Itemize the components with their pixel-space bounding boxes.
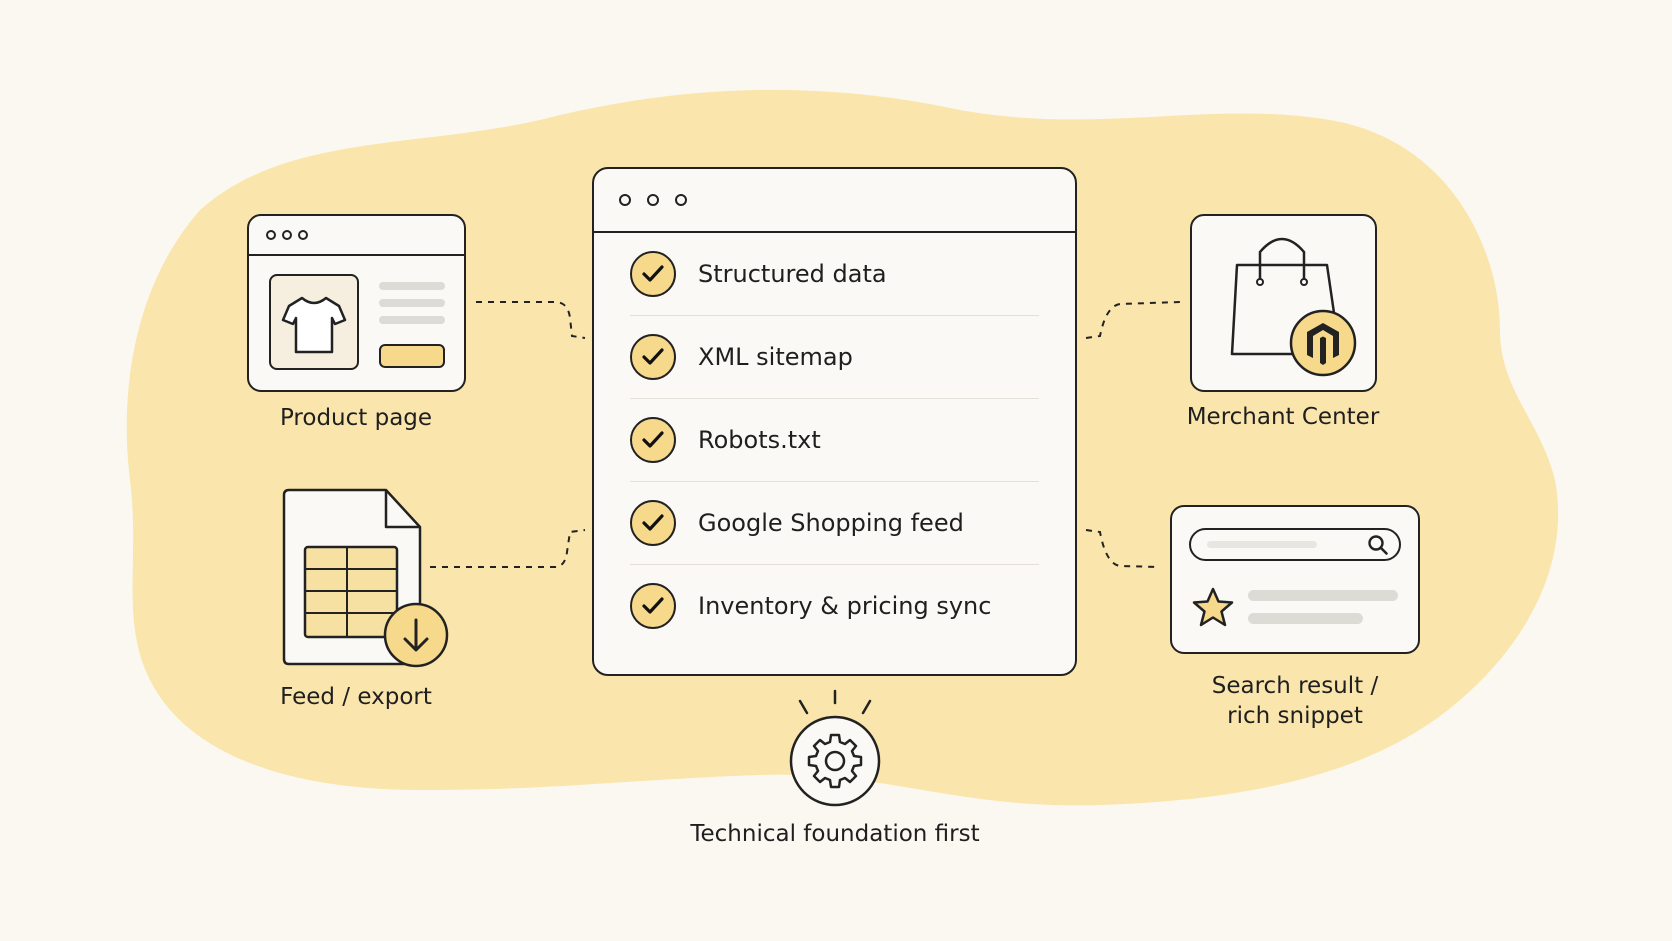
star-icon [1192, 587, 1234, 627]
checklist-item: XML sitemap [630, 316, 1039, 399]
window-dot [298, 230, 308, 240]
window-dot [282, 230, 292, 240]
window-dot [619, 194, 631, 206]
spreadsheet-file-icon [282, 488, 449, 668]
magento-logo-icon [1289, 309, 1357, 377]
snippet-line-placeholder [1248, 590, 1398, 601]
checklist-item-label: Robots.txt [698, 426, 821, 454]
checklist-item-label: Structured data [698, 260, 887, 288]
search-result-label-line2: rich snippet [1227, 703, 1363, 729]
connector-feed [430, 529, 586, 568]
merchant-center-label: Merchant Center [1186, 404, 1380, 430]
checklist-item: Inventory & pricing sync [630, 565, 1039, 647]
window-dot [647, 194, 659, 206]
foundation-label: Technical foundation first [690, 821, 980, 847]
checklist-item-label: XML sitemap [698, 343, 853, 371]
connectors [430, 301, 1181, 568]
snippet-line-placeholder [1248, 613, 1363, 624]
merchant-center-card [1190, 214, 1377, 392]
buy-button-illustration [379, 344, 445, 368]
product-page-label: Product page [279, 405, 433, 431]
search-result-label: Search result / rich snippet [1165, 671, 1425, 731]
window-dot [266, 230, 276, 240]
search-result-card [1170, 505, 1420, 654]
window-titlebar [594, 169, 1075, 233]
search-result-label-line1: Search result / [1211, 673, 1379, 699]
text-line-placeholder [379, 299, 445, 307]
search-bar-illustration [1189, 528, 1401, 561]
checklist-item-label: Inventory & pricing sync [698, 592, 992, 620]
connector-search [1085, 529, 1161, 568]
text-line-placeholder [379, 316, 445, 324]
text-line-placeholder [379, 282, 445, 290]
connector-merchant [1085, 301, 1181, 339]
window-dot [675, 194, 687, 206]
card-titlebar [249, 216, 464, 256]
search-icon [1368, 535, 1388, 555]
tshirt-icon [269, 274, 359, 370]
checklist-window: Structured data XML sitemap Robots.txt G… [592, 167, 1077, 676]
checklist-item: Structured data [630, 233, 1039, 316]
checklist-item-label: Google Shopping feed [698, 509, 964, 537]
search-text-placeholder [1207, 541, 1317, 548]
product-page-card [247, 214, 466, 392]
check-icon [630, 251, 676, 297]
gear-icon [789, 689, 881, 807]
check-icon [630, 417, 676, 463]
checklist-item: Google Shopping feed [630, 482, 1039, 565]
feed-export-label: Feed / export [280, 684, 432, 710]
check-icon [630, 500, 676, 546]
check-icon [630, 334, 676, 380]
checklist-item: Robots.txt [630, 399, 1039, 482]
checklist: Structured data XML sitemap Robots.txt G… [594, 233, 1075, 647]
check-icon [630, 583, 676, 629]
